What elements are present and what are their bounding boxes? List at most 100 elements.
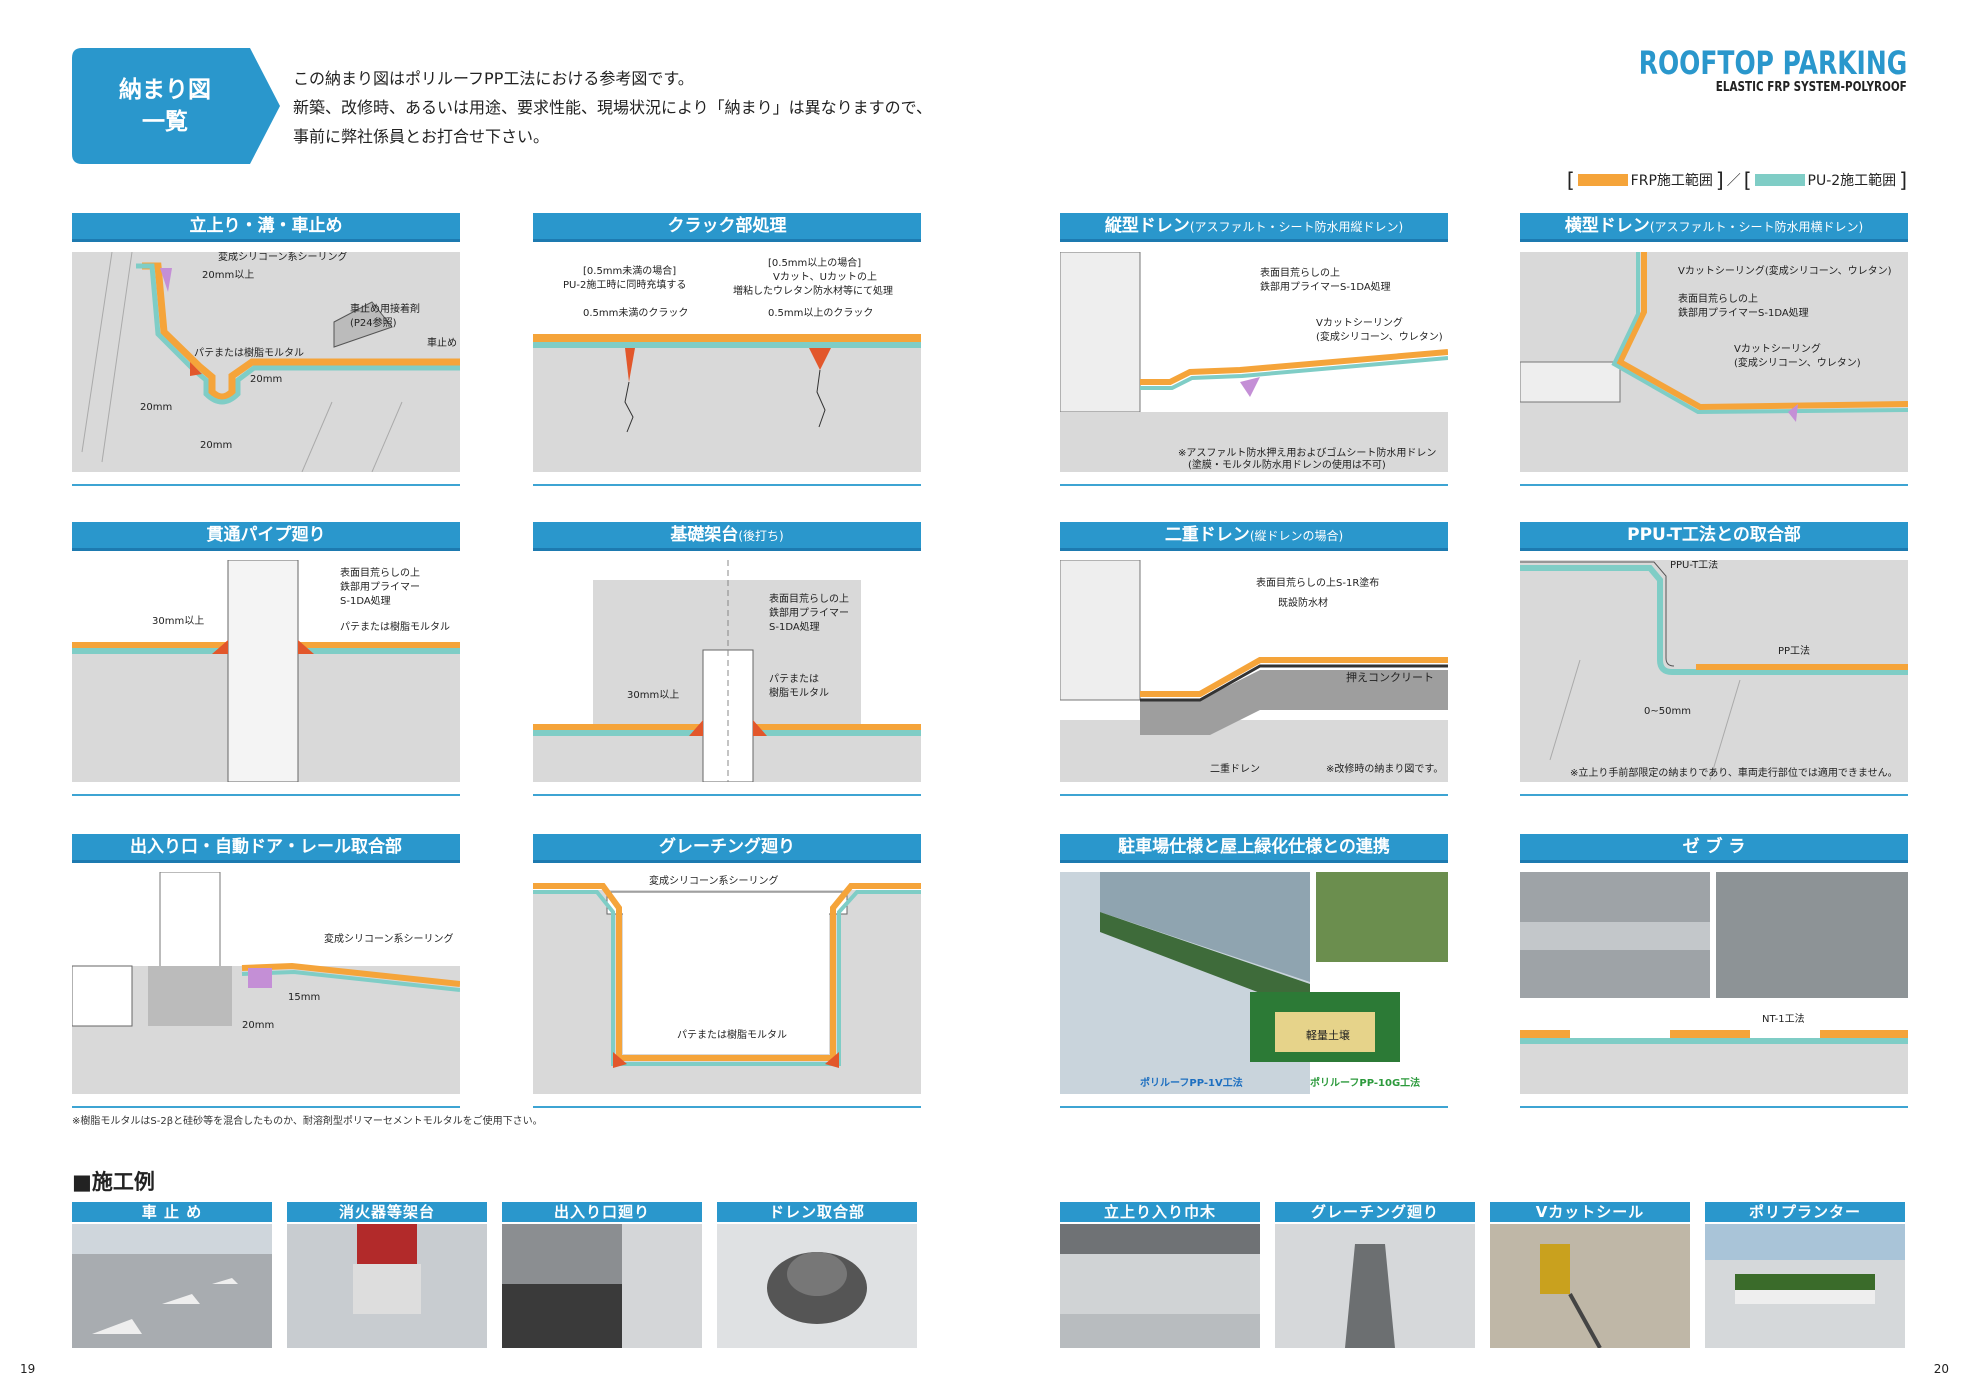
- label: 変成シリコーン系シーリング: [324, 934, 454, 945]
- label: 車止め: [427, 338, 457, 349]
- label: 表面目荒らしの上S-1R塗布: [1256, 578, 1380, 589]
- diagram-double-drain: 表面目荒らしの上S-1R塗布 既設防水材 押えコンクリート 二重ドレン ※改修時…: [1060, 560, 1448, 782]
- label: 変成シリコーン系シーリング: [649, 876, 779, 887]
- label: 鉄部用プライマー: [769, 608, 849, 619]
- diagram-tachiagari: 変成シリコーン系シーリング 20mm以上 車止め用接着剤 (P24参照) 車止め…: [72, 252, 460, 472]
- label: 鉄部用プライマーS-1DA処理: [1260, 282, 1391, 293]
- note: ※改修時の納まり図です。: [1326, 764, 1444, 775]
- label: 鉄部用プライマーS-1DA処理: [1678, 308, 1809, 319]
- example-header-vcut: Vカットシール: [1490, 1202, 1690, 1222]
- label: 既設防水材: [1278, 598, 1328, 609]
- page-number-left: 19: [20, 1362, 36, 1376]
- label: パテまたは樹脂モルタル: [340, 622, 450, 633]
- label: 20mm: [140, 402, 173, 413]
- example-photo-entrance: [502, 1224, 702, 1348]
- label: 0~50mm: [1644, 706, 1691, 717]
- diagram-grating: 変成シリコーン系シーリング パテまたは樹脂モルタル: [533, 872, 921, 1094]
- label: 20mm: [250, 374, 283, 385]
- label: 0.5mm以上のクラック: [768, 308, 874, 319]
- label: 0.5mm未満のクラック: [583, 308, 689, 319]
- label: 増粘したウレタン防水材等にて処理: [733, 286, 893, 297]
- diagram-foundation: 表面目荒らしの上 鉄部用プライマー S-1DA処理 パテまたは 樹脂モルタル 3…: [533, 560, 921, 782]
- example-header-habaki: 立上り入り巾木: [1060, 1202, 1260, 1222]
- title-badge: [72, 48, 280, 164]
- label: S-1DA処理: [340, 596, 391, 607]
- label: (変成シリコーン、ウレタン): [1734, 358, 1861, 369]
- panel-header-pipe: 貫通パイプ廻り: [72, 522, 460, 551]
- label: 車止め用接着剤: [350, 304, 420, 315]
- legend: [ FRP施工範囲 ] ／ [ PU-2施工範囲 ]: [1566, 168, 1907, 192]
- panel-header-entrance: 出入り口・自動ドア・レール取合部: [72, 834, 460, 863]
- panel-header-crack: クラック部処理: [533, 213, 921, 242]
- example-photo-vcut: [1490, 1224, 1690, 1348]
- label: 20mm: [242, 1020, 275, 1031]
- label: PP工法: [1778, 646, 1811, 657]
- example-header-drain: ドレン取合部: [717, 1202, 917, 1222]
- example-header-planter: ポリプランター: [1705, 1202, 1905, 1222]
- example-photo-kurumadome: [72, 1224, 272, 1348]
- legend-pu-label: PU-2施工範囲: [1807, 173, 1897, 189]
- label: (変成シリコーン、ウレタン): [1316, 332, 1443, 343]
- example-header-grating: グレーチング廻り: [1275, 1202, 1475, 1222]
- label: PPU-T工法: [1670, 560, 1719, 571]
- example-photo-habaki: [1060, 1224, 1260, 1348]
- legend-separator: ／: [1726, 173, 1741, 189]
- label: (P24参照): [350, 318, 397, 329]
- label: 表面目荒らしの上: [1678, 294, 1758, 305]
- label: Vカットシーリング: [1734, 344, 1821, 355]
- panel-header-greening: 駐車場仕様と屋上緑化仕様との連携: [1060, 834, 1448, 863]
- label: 15mm: [288, 992, 321, 1003]
- example-header-entrance: 出入り口廻り: [502, 1202, 702, 1222]
- diagram-entrance: 変成シリコーン系シーリング 15mm 20mm: [72, 872, 460, 1094]
- panel-header-grating: グレーチング廻り: [533, 834, 921, 863]
- label: ポリルーフPP-1V工法: [1140, 1078, 1243, 1089]
- legend-frp-label: FRP施工範囲: [1630, 173, 1713, 189]
- label: 樹脂モルタル: [769, 688, 829, 699]
- label: パテまたは: [769, 674, 819, 685]
- label: 30mm以上: [152, 616, 205, 627]
- example-photo-planter: [1705, 1224, 1905, 1348]
- label: 軽量土壌: [1306, 1029, 1350, 1042]
- footnote: ※樹脂モルタルはS-2βと硅砂等を混合したものか、耐溶剤型ポリマーセメントモルタ…: [72, 1116, 543, 1127]
- example-header-shokaki: 消火器等架台: [287, 1202, 487, 1222]
- panel-header-zebra: ゼ ブ ラ: [1520, 834, 1908, 863]
- label: Vカット、Uカットの上: [773, 272, 877, 283]
- example-header-kurumadome: 車 止 め: [72, 1202, 272, 1222]
- label: PU-2施工時に同時充填する: [563, 280, 687, 291]
- panel-header-vertical-drain: 縦型ドレン(アスファルト・シート防水用縦ドレン): [1060, 213, 1448, 242]
- page-number-right: 20: [1933, 1362, 1949, 1376]
- panel-header-tachiagari: 立上り・溝・車止め: [72, 213, 460, 242]
- label: ポリルーフPP-10G工法: [1310, 1078, 1421, 1089]
- diagram-horizontal-drain: Vカットシーリング(変成シリコーン、ウレタン) 表面目荒らしの上 鉄部用プライマ…: [1520, 252, 1908, 472]
- label: 表面目荒らしの上: [1260, 268, 1340, 279]
- label: 表面目荒らしの上: [769, 594, 849, 605]
- panel-header-horizontal-drain: 横型ドレン(アスファルト・シート防水用横ドレン): [1520, 213, 1908, 242]
- diagram-crack: [0.5mm未満の場合] PU-2施工時に同時充填する 0.5mm未満のクラック…: [533, 252, 921, 472]
- label: Vカットシーリング: [1316, 318, 1403, 329]
- note: ※立上り手前部限定の納まりであり、車両走行部位では適用できません。: [1570, 768, 1898, 779]
- label: [0.5mm以上の場合]: [768, 258, 862, 269]
- label: 二重ドレン: [1210, 764, 1260, 775]
- intro-text: この納まり図はポリルーフPP工法における参考図です。 新築、改修時、あるいは用途…: [293, 69, 933, 146]
- label: [0.5mm未満の場合]: [583, 266, 677, 277]
- photo-greening: 軽量土壌 ポリルーフPP-1V工法 ポリルーフPP-10G工法: [1060, 872, 1448, 1094]
- label: 20mm以上: [202, 270, 255, 281]
- label: 鉄部用プライマー: [340, 582, 420, 593]
- label: 20mm: [200, 440, 233, 451]
- note: ※アスファルト防水押え用およびゴムシート防水用ドレン: [1178, 448, 1437, 459]
- label: 押えコンクリート: [1346, 671, 1434, 684]
- diagram-ppu-t: PPU-T工法 PP工法 0~50mm ※立上り手前部限定の納まりであり、車両走…: [1520, 560, 1908, 782]
- label: パテまたは樹脂モルタル: [677, 1030, 787, 1041]
- legend-frp-swatch: [1577, 174, 1628, 186]
- note: (塗膜・モルタル防水用ドレンの使用は不可): [1188, 460, 1386, 471]
- panel-header-double-drain: 二重ドレン(縦ドレンの場合): [1060, 522, 1448, 551]
- label: NT-1工法: [1762, 1014, 1805, 1025]
- label: 30mm以上: [627, 690, 680, 701]
- title-badge-text: 納まり図 一覧: [119, 77, 211, 135]
- example-photo-drain: [717, 1224, 917, 1348]
- label: パテまたは樹脂モルタル: [194, 348, 304, 359]
- example-photo-grating: [1275, 1224, 1475, 1348]
- brand-subtitle: ELASTIC FRP SYSTEM-POLYROOF: [1715, 80, 1907, 95]
- label: Vカットシーリング(変成シリコーン、ウレタン): [1678, 266, 1892, 277]
- label: 変成シリコーン系シーリング: [218, 252, 348, 263]
